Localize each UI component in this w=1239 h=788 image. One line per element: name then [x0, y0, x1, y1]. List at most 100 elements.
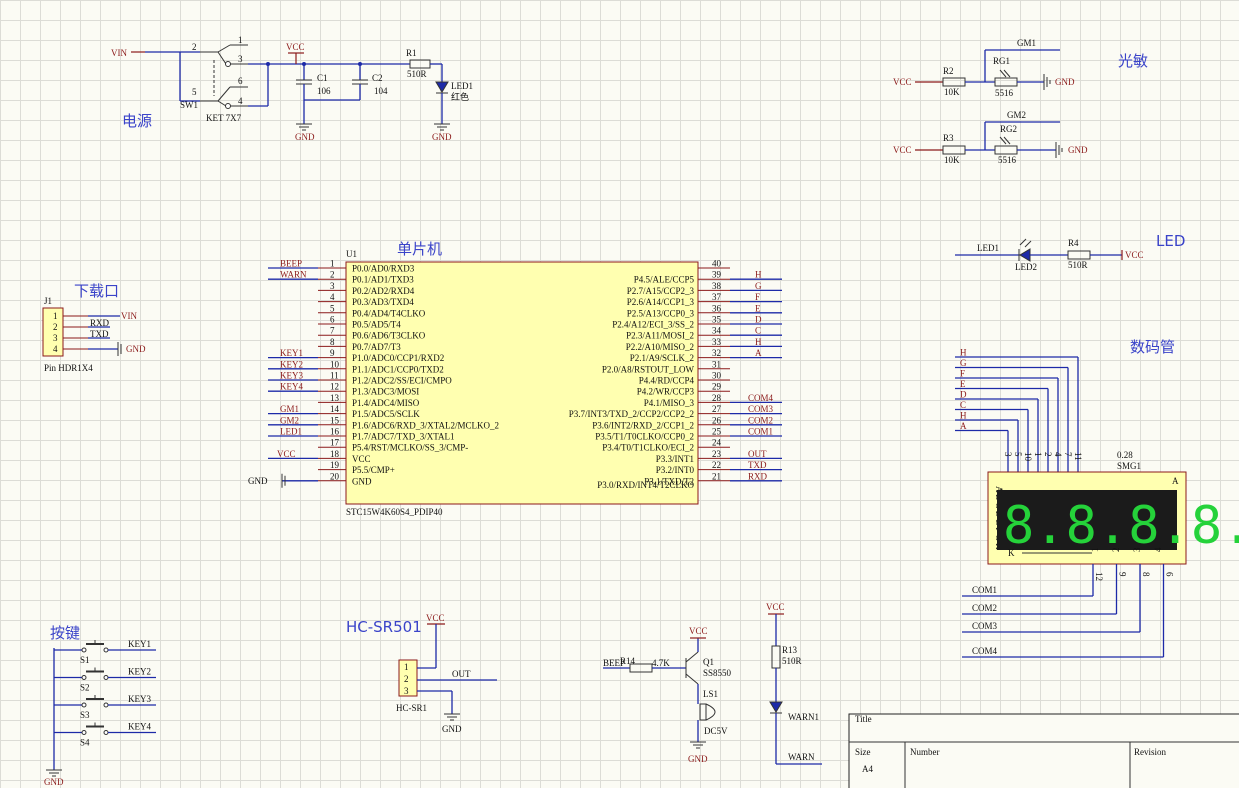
seg-digit-number: 1 [1090, 548, 1100, 553]
seg-com-pin: 12 [1094, 572, 1104, 581]
mcu-pin-name: P0.7/AD7/T3 [352, 342, 401, 352]
mcu-net-label: LED1 [280, 427, 302, 437]
mcu-net-label: OUT [748, 449, 767, 459]
r3-ref: R3 [943, 133, 954, 143]
mcu-body [345, 261, 699, 505]
led1-value: 红色 [451, 91, 469, 102]
seg-size: 0.28 [1117, 450, 1133, 460]
led-net: LED1 [977, 243, 999, 253]
mcu-net-label: VCC [277, 449, 296, 459]
mcu-pin-number: 8 [330, 337, 335, 347]
gm1-net: GM1 [1017, 38, 1036, 48]
mcu-net-label: RXD [748, 471, 768, 481]
c1-ref: C1 [317, 73, 328, 83]
seg-section-title: 数码管 [1130, 338, 1175, 356]
mcu-pin-number: 39 [712, 270, 722, 280]
mcu-pin-number: 14 [330, 404, 340, 414]
key-net: KEY1 [128, 639, 151, 649]
mcu-pin-name: P0.1/AD1/TXD3 [352, 275, 414, 285]
mcu-pin-name: P4.5/ALE/CCP5 [634, 275, 695, 285]
seg-top-net: C [960, 400, 966, 410]
r2-ref: R2 [943, 66, 954, 76]
j1-pin-number: 4 [53, 344, 58, 354]
beep-section: BEEP R14 4.7K VCC Q1 SS8550 LS1 DC5V GND [603, 626, 732, 764]
mcu-net-label: GND [248, 476, 268, 486]
revision-label: Revision [1134, 747, 1167, 757]
sr501-section: HC-SR501 VCC 1 2 3 OUT GND HC-SR1 [346, 613, 497, 734]
key-ref: S3 [80, 710, 90, 720]
seg-pin-number: 1 [1033, 452, 1043, 457]
mcu-pin-name: P2.4/A12/ECI_3/SS_2 [612, 320, 694, 330]
j1-pin-number: 1 [53, 311, 58, 321]
warn1-ref: WARN1 [788, 712, 819, 722]
key-net: KEY4 [128, 722, 151, 732]
mcu-net-label: GM1 [280, 404, 299, 414]
svg-text:GND: GND [442, 724, 462, 734]
mcu-pin-number: 24 [712, 438, 722, 448]
mcu-pin-name: P1.0/ADC0/CCP1/RXD2 [352, 353, 444, 363]
seg-pin-number: 11 [1073, 452, 1083, 461]
q1-value: SS8550 [703, 668, 732, 678]
power-section: 电源 VIN 2 1 3 6 5 4 SW1 [111, 35, 473, 142]
r2-value: 10K [944, 87, 960, 97]
svg-text:4: 4 [238, 96, 243, 106]
mcu-pin-number: 21 [712, 471, 721, 481]
vcc-power-label: VCC [286, 42, 305, 52]
mcu-net-label: TXD [748, 460, 767, 470]
mcu-net-label: F [755, 292, 760, 302]
svg-text:VCC: VCC [766, 602, 785, 612]
sr501-section-title: HC-SR501 [346, 618, 422, 636]
j1-net: RXD [90, 318, 110, 328]
mcu-pin-number: 18 [330, 449, 340, 459]
mcu-pin-name: P3.3/INT1 [656, 454, 694, 464]
mcu-pin-number: 34 [712, 326, 722, 336]
rg1-ref: RG1 [993, 56, 1010, 66]
seg-top-net: H [960, 411, 967, 421]
mcu-part: STC15W4K60S4_PDIP40 [346, 507, 443, 517]
mcu-pin-name: P1.2/ADC2/SS/ECI/CMPO [352, 376, 452, 386]
mcu-pin-name: P0.3/AD3/TXD4 [352, 297, 414, 307]
mcu-pin-name: P5.5/CMP+ [352, 465, 395, 475]
mcu-net-label: KEY2 [280, 359, 303, 369]
mcu-pin-number: 28 [712, 393, 722, 403]
seg-digit-number: 2 [1111, 548, 1121, 553]
seg-com-pin: 8 [1141, 572, 1151, 577]
mcu-pin-name: P0.2/AD2/RXD4 [352, 286, 415, 296]
mcu-pin-number: 7 [330, 326, 335, 336]
r13-value: 510R [782, 656, 802, 666]
vin-port: VIN [111, 48, 127, 58]
mcu-pin-number: 22 [712, 460, 721, 470]
sr501-ref: HC-SR1 [396, 703, 427, 713]
rg1-value: 5516 [995, 88, 1014, 98]
mcu-pin-number: 9 [330, 348, 335, 358]
seg-top-net: D [960, 390, 967, 400]
mcu-net-label: COM2 [748, 415, 773, 425]
mcu-pin-number: 3 [330, 281, 335, 291]
r3-value: 10K [944, 155, 960, 165]
mcu-pin-name: GND [352, 476, 372, 486]
size-label: Size [855, 747, 871, 757]
svg-text:3: 3 [404, 686, 409, 696]
mcu-net-label: KEY1 [280, 348, 303, 358]
j1-pin-number: 2 [53, 322, 58, 332]
mcu-pin-number: 37 [712, 292, 722, 302]
r4-value: 510R [1068, 260, 1088, 270]
svg-text:VCC: VCC [893, 145, 912, 155]
j1-ref: J1 [44, 296, 52, 306]
svg-text:GND: GND [1055, 77, 1075, 87]
svg-text:5: 5 [192, 87, 197, 97]
mcu-pin-number: 26 [712, 415, 722, 425]
key-net: KEY3 [128, 694, 151, 704]
led-section-title: LED [1156, 232, 1185, 250]
mcu-pin-number: 17 [330, 438, 340, 448]
mcu-pin-name: P4.2/WR/CCP3 [637, 387, 695, 397]
sw1-ref: SW1 [180, 100, 198, 110]
svg-text:GND: GND [44, 777, 64, 787]
svg-text:GND: GND [432, 132, 452, 142]
title-block: Title Size A4 Number Revision [848, 713, 1239, 788]
mcu-net-label: COM3 [748, 404, 774, 414]
mcu-pin-number: 5 [330, 303, 335, 313]
